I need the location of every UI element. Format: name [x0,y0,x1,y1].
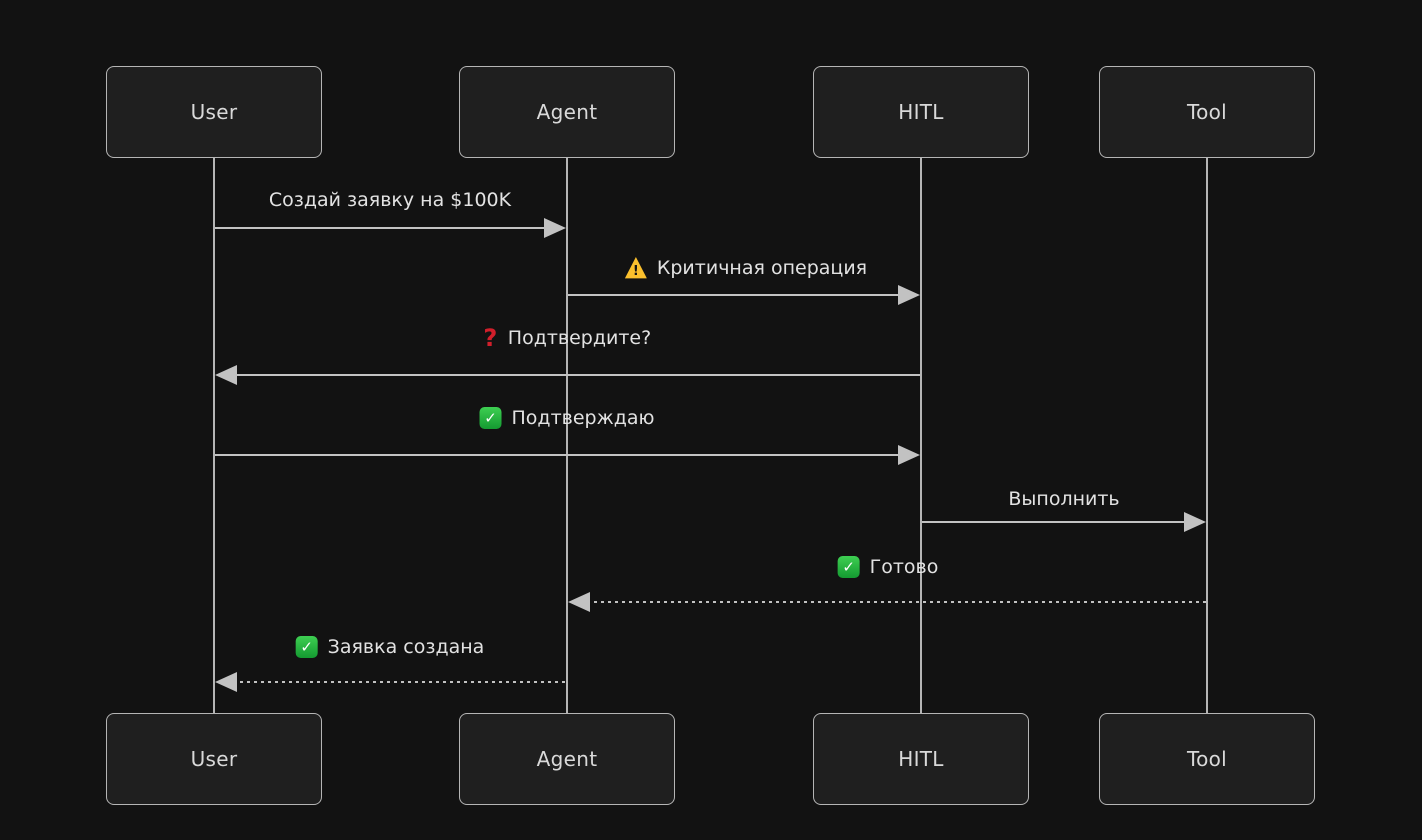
actor-user-top: User [106,66,322,158]
message-label-done: Готово [837,553,939,581]
check-icon [295,636,318,658]
check-icon [479,407,502,429]
actor-tool-bottom: Tool [1099,713,1315,805]
message-text: Выполнить [1008,488,1120,510]
message-label-request-created: Заявка создана [295,633,485,661]
actor-label: HITL [898,100,944,124]
message-label-confirming: Подтверждаю [479,404,655,432]
actor-label: Tool [1186,100,1228,124]
message-text: Заявка создана [327,636,485,658]
actor-tool-top: Tool [1099,66,1315,158]
check-icon [837,556,860,578]
actor-label: User [190,747,238,771]
actor-label: Agent [536,747,598,771]
message-arrows [215,218,1206,692]
actor-user-bottom: User [106,713,322,805]
actor-label: Tool [1186,747,1228,771]
actor-label: HITL [898,747,944,771]
message-text: Готово [869,556,939,578]
message-text: Подтвердите? [507,327,652,349]
message-text: Создай заявку на $100K [268,189,512,211]
actor-agent-bottom: Agent [459,713,675,805]
message-label-critical-operation: Критичная операция [625,254,867,282]
message-label-create-request: Создай заявку на $100K [269,186,511,214]
actor-agent-top: Agent [459,66,675,158]
actor-label: User [190,100,238,124]
actor-hitl-top: HITL [813,66,1029,158]
message-label-execute: Выполнить [1008,485,1119,513]
message-text: Критичная операция [656,257,868,279]
message-label-confirm-question: Подтвердите? [483,324,651,352]
warning-icon [625,257,647,279]
message-text: Подтверждаю [511,407,655,429]
lifelines [213,157,1208,713]
actor-hitl-bottom: HITL [813,713,1029,805]
actor-label: Agent [536,100,598,124]
question-icon [483,327,498,349]
